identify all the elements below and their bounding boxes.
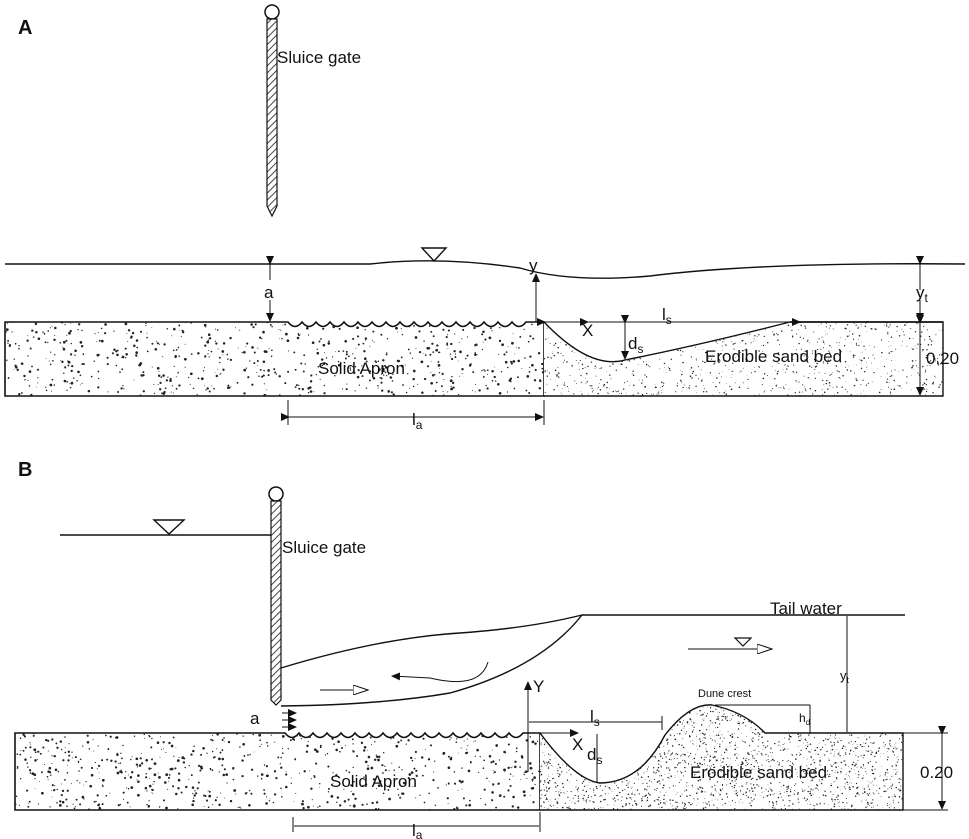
tailwater-label-b: Tail water <box>770 599 842 618</box>
symbol-y-a: y <box>529 256 538 275</box>
scour-length-dim-b <box>529 716 663 730</box>
symbol-x-b: X <box>572 735 583 754</box>
tailwater-symbol-b <box>733 637 753 647</box>
gate-label-a: Sluice gate <box>277 48 361 67</box>
depth-value-b: 0.20 <box>920 763 953 782</box>
dune-crest-label-b: Dune crest <box>698 688 751 700</box>
symbol-hd-b: hd <box>799 711 810 727</box>
sand-depth-dim-b <box>903 726 948 811</box>
jet-surface-b <box>280 614 583 707</box>
symbol-la-a: la <box>412 410 423 432</box>
roller-arrow-b <box>391 661 489 683</box>
panel-b-tag: B <box>18 459 32 481</box>
apron-label-b: Solid Apron <box>330 772 417 791</box>
water-surface-a <box>5 260 966 279</box>
hydraulic-jump-b <box>280 614 905 669</box>
symbol-la-b: la <box>412 821 423 839</box>
inflow-arrows-b <box>282 709 297 731</box>
symbol-yt-b: yt <box>840 668 850 685</box>
apron-label-a: Solid Apron <box>318 359 405 378</box>
symbol-y-b: Y <box>533 677 544 696</box>
symbol-x-a: X <box>582 321 593 340</box>
headwater-level-symbol-b <box>152 519 186 535</box>
solid-apron-b <box>14 731 541 811</box>
sand-label-b: Erodible sand bed <box>690 763 827 782</box>
gate-label-b: Sluice gate <box>282 538 366 557</box>
dune-height-dim-b <box>715 704 811 733</box>
symbol-a-b: a <box>250 709 260 728</box>
symbol-ds-b: ds <box>587 745 602 767</box>
symbol-ds-a: ds <box>628 334 643 356</box>
water-level-symbol-a <box>420 247 448 263</box>
depth-value-a: 0.20 <box>926 349 959 368</box>
symbol-ls-b: ls <box>590 707 600 729</box>
symbol-yt-a: yt <box>916 283 929 305</box>
apron-length-dim-b <box>292 812 541 832</box>
symbol-ls-a: ls <box>662 305 672 327</box>
sluice-gate-b <box>268 486 284 706</box>
apron-length-dim-a <box>281 400 545 425</box>
sand-label-a: Erodible sand bed <box>705 347 842 366</box>
panel-a-tag: A <box>18 17 32 39</box>
symbol-a-a: a <box>264 283 274 302</box>
solid-apron-a <box>4 320 545 397</box>
sluice-gate-a <box>264 4 280 218</box>
